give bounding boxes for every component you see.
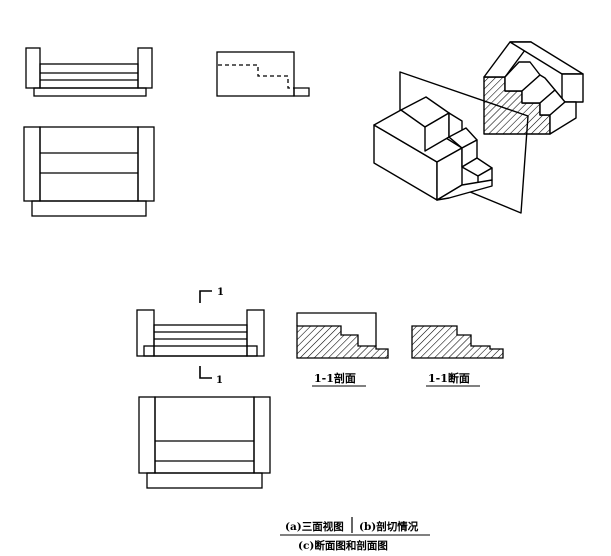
cross-section-1-1-label: 1-1断面 xyxy=(428,371,470,385)
section-1-1-drawing xyxy=(296,312,389,359)
top-cut-marker: 1 xyxy=(217,287,224,298)
cutting-situation xyxy=(373,41,584,214)
three-view-side xyxy=(216,51,310,97)
three-view-top xyxy=(23,126,155,217)
caption-a: (a)三面视图 xyxy=(285,520,344,533)
caption-b: (b)剖切情况 xyxy=(359,520,419,533)
cutting-marks xyxy=(199,290,212,379)
caption-c: (c)断面图和剖面图 xyxy=(298,539,388,552)
figure-caption: (a)三面视图 (b)剖切情况 (c)断面图和剖面图 xyxy=(280,517,430,552)
cross-section-1-1-drawing xyxy=(411,325,504,359)
section-1-1-label: 1-1剖面 xyxy=(314,371,356,385)
bottom-cut-marker: 1 xyxy=(216,375,223,386)
three-view-front xyxy=(25,47,153,97)
section-front-view xyxy=(136,309,265,357)
section-top-view xyxy=(138,396,271,489)
